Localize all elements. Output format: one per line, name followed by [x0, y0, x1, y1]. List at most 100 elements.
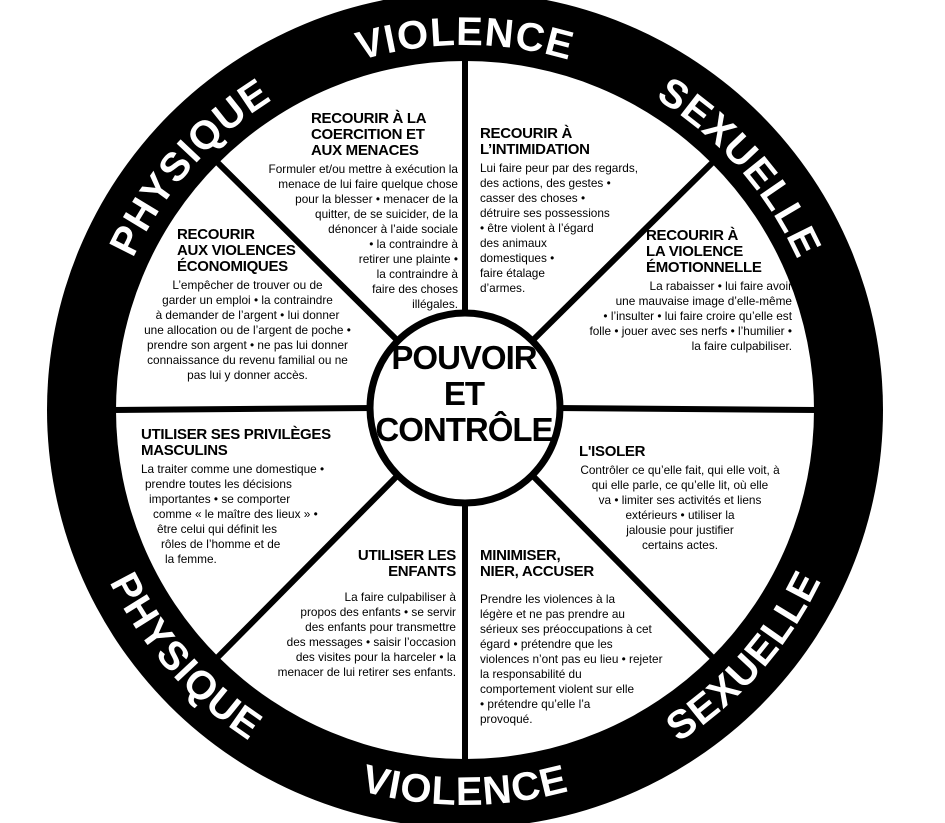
section-body-line: Prendre les violences à la — [480, 592, 616, 606]
section-body-line: propos des enfants • se servir — [300, 605, 456, 619]
section-title-line: LA VIOLENCE — [646, 243, 743, 260]
section-body-line: des enfants pour transmettre — [305, 620, 456, 634]
center-title: POUVOIR ET CONTRÔLE — [369, 340, 559, 448]
section-minimize: MINIMISER,NIER, ACCUSER Prendre les viole… — [480, 548, 680, 727]
section-title-line: NIER, ACCUSER — [480, 563, 594, 580]
section-body-line: Contrôler ce qu’elle fait, qui elle voit… — [580, 463, 780, 477]
section-title-line: RECOURIR — [177, 226, 255, 243]
section-body-line: • prétendre qu’elle l’a — [480, 697, 591, 711]
section-body-line: pour la blesser • menacer de la — [295, 192, 458, 206]
section-title-line: L’INTIMIDATION — [480, 141, 590, 158]
section-body-line: comme « le maître des lieux » • — [153, 507, 318, 521]
spoke-divider — [526, 158, 717, 347]
section-title: L'ISOLER — [579, 444, 800, 460]
section-title: MINIMISER,NIER, ACCUSER — [480, 548, 680, 580]
section-body-line: la femme. — [165, 552, 217, 566]
section-body-line: • l’insulter • lui faire croire qu’elle … — [603, 309, 792, 323]
section-body-line: domestiques • — [480, 251, 555, 265]
section-body-line: prendre son argent • ne pas lui donner — [147, 338, 348, 352]
spoke-divider — [213, 158, 404, 347]
section-body-line: retirer une plainte • — [358, 252, 458, 266]
section-body-line: quitter, de se suicider, de la — [315, 207, 458, 221]
center-line: POUVOIR — [391, 339, 537, 376]
section-body-line: faire étalage — [480, 266, 545, 280]
section-body-line: des actions, des gestes • — [480, 176, 611, 190]
spoke-divider — [112, 405, 376, 413]
section-body-line: violences n’ont pas eu lieu • rejeter — [480, 652, 663, 666]
section-title-line: COERCITION ET — [311, 126, 425, 143]
section-body-line: des messages • saisir l’occasion — [286, 635, 456, 649]
section-title-line: RECOURIR À LA — [311, 110, 427, 127]
section-body-line: jalousie pour justifier — [626, 523, 734, 537]
section-title-line: UTILISER SES PRIVILÈGES — [141, 426, 331, 443]
section-body-line: pas lui y donner accès. — [187, 368, 308, 382]
section-title-line: MASCULINS — [141, 442, 228, 459]
section-title-line: AUX VIOLENCES — [177, 242, 296, 259]
section-body-line: • être violent à l’égard — [480, 221, 594, 235]
section-body-line: certains actes. — [641, 538, 719, 552]
section-body-line: la contraindre à — [376, 267, 458, 281]
section-body-line: la responsabilité du — [480, 667, 582, 681]
spokes — [112, 58, 818, 762]
section-body-line: sérieux ses préoccupations à cet — [480, 622, 652, 636]
section-title-line: ÉCONOMIQUES — [177, 258, 288, 275]
section-body-line: La traiter comme une domestique • — [141, 462, 325, 476]
section-body-line: détruire ses possessions — [480, 206, 610, 220]
section-body-line: faire des choses — [372, 282, 458, 296]
section-body: La traiter comme une domestique •prendre… — [141, 462, 361, 567]
section-title-line: ENFANTS — [388, 563, 456, 580]
section-body: Lui faire peur par des regards,des actio… — [480, 161, 680, 296]
section-title-line: ÉMOTIONNELLE — [646, 259, 762, 276]
section-body-line: des visites pour la harceler • la — [295, 650, 456, 664]
center-hub — [366, 309, 564, 507]
section-body-line: à demander de l’argent • lui donner — [155, 308, 340, 322]
section-body-line: La faire culpabiliser à — [344, 590, 456, 604]
section-body-line: rôles de l’homme et de — [161, 537, 281, 551]
section-body-line: folle • jouer avec ses nerfs • l’humilie… — [589, 324, 792, 338]
spoke-divider — [213, 469, 404, 662]
section-title-line: AUX MENACES — [311, 142, 419, 159]
section-body-line: connaissance du revenu familial ou ne — [147, 353, 348, 367]
section-body-line: Lui faire peur par des regards, — [480, 161, 639, 175]
section-body-line: une mauvaise image d’elle-même — [615, 294, 792, 308]
section-body-line: menace de lui faire quelque chose — [278, 177, 458, 191]
section-body-line: d’armes. — [480, 281, 526, 295]
section-body-line: Formuler et/ou mettre à exécution la — [268, 162, 459, 176]
section-body-line: provoqué. — [480, 712, 533, 726]
section-body-line: La rabaisser • lui faire avoir — [649, 279, 792, 293]
section-title-line: UTILISER LES — [357, 547, 456, 564]
section-isolate: L'ISOLER Contrôler ce qu’elle fait, qui e… — [560, 444, 800, 553]
spoke-divider — [554, 405, 818, 413]
section-body-line: menacer de lui retirer ses enfants. — [277, 665, 456, 679]
section-title-line: L'ISOLER — [579, 443, 646, 460]
section-title-line: RECOURIR À — [646, 227, 739, 244]
section-body-line: extérieurs • utiliser la — [625, 508, 735, 522]
section-body-line: casser des choses • — [480, 191, 586, 205]
section-body: Contrôler ce qu’elle fait, qui elle voit… — [560, 463, 800, 553]
section-body-line: légère et ne pas prendre au — [480, 607, 625, 621]
section-body-line: comportement violent sur elle — [480, 682, 635, 696]
section-body-line: va • limiter ses activités et liens — [598, 493, 762, 507]
section-title-line: RECOURIR À — [480, 125, 573, 142]
section-body-line: une allocation ou de l’argent de poche • — [144, 323, 351, 337]
center-line: ET — [443, 375, 485, 412]
section-body-line: égard • prétendre que les — [480, 637, 613, 651]
section-body-line: la faire culpabiliser. — [691, 339, 792, 353]
section-body-line: L’empêcher de trouver ou de — [172, 278, 323, 292]
